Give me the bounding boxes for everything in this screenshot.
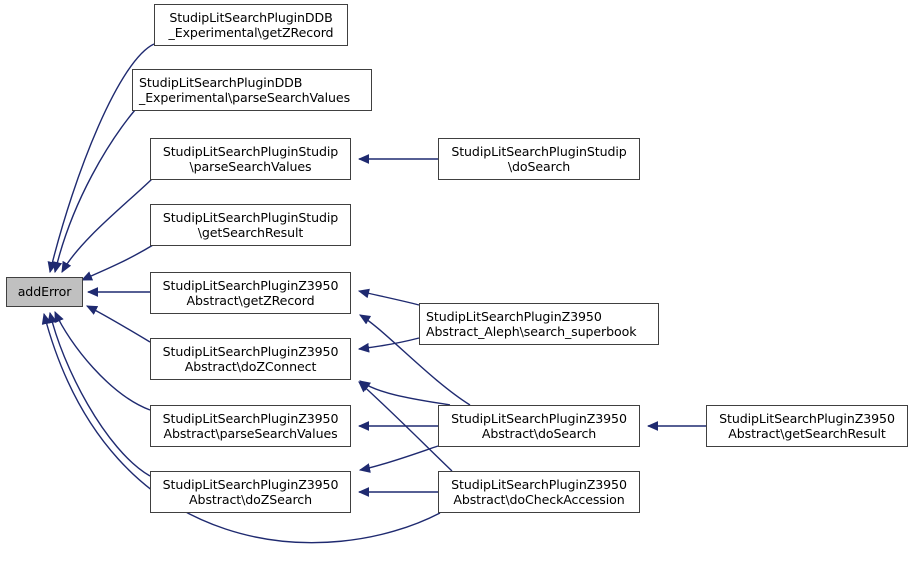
node-label-line1: StudipLitSearchPluginZ3950 — [719, 410, 895, 426]
node-label-line1: addError — [17, 284, 72, 300]
node-label-line1: StudipLitSearchPluginZ3950 — [426, 308, 602, 324]
node-label-line1: StudipLitSearchPluginZ3950 — [162, 476, 339, 492]
node-label-line2: Abstract\doZConnect — [184, 359, 317, 374]
edge-z3950_doSearch-to-z3950_doZSearch — [358, 445, 439, 473]
edge-z3950_doZSearch-to-addError — [47, 311, 151, 477]
node-label-line1: StudipLitSearchPluginDDB — [169, 9, 333, 25]
node-label-line2: _Experimental\parseSearchValues — [139, 90, 351, 105]
node-label-line1: StudipLitSearchPluginZ3950 — [451, 410, 627, 426]
node-label-line2: Abstract\getZRecord — [186, 293, 315, 308]
edge-aleph_search_superbook-to-z3950_doZConnect — [357, 337, 420, 353]
node-label-line1: StudipLitSearchPluginZ3950 — [162, 343, 339, 359]
node-label-line2: \parseSearchValues — [189, 159, 312, 174]
node-studip_doSearch[interactable]: StudipLitSearchPluginStudip\doSearch — [438, 138, 640, 180]
node-label-line1: StudipLitSearchPluginZ3950 — [451, 476, 627, 492]
node-label-line2: Abstract\doZSearch — [189, 492, 312, 507]
edge-aleph_search_superbook-to-z3950_getZRecord — [357, 288, 420, 306]
edge-z3950_doSearch-to-z3950_doZConnect — [359, 380, 451, 406]
node-label-line2: Abstract\getSearchResult — [728, 426, 886, 441]
node-label-line2: \doSearch — [507, 159, 571, 174]
node-label-line2: Abstract\doCheckAccession — [453, 492, 625, 507]
edge-z3950_parseSearchValues-to-addError — [54, 310, 151, 411]
node-label-line1: StudipLitSearchPluginZ3950 — [162, 410, 339, 426]
node-label-line2: Abstract_Aleph\search_superbook — [426, 324, 637, 339]
node-label-line1: StudipLitSearchPluginStudip — [162, 209, 339, 225]
node-label-line2: \getSearchResult — [197, 225, 304, 240]
node-label-line1: StudipLitSearchPluginDDB — [139, 74, 303, 90]
edge-ddb_parseSearchValues-to-addError — [52, 109, 136, 274]
edge-z3950_doZConnect-to-addError — [85, 305, 151, 343]
node-label-line2: Abstract\doSearch — [481, 426, 597, 441]
node-label-line1: StudipLitSearchPluginStudip — [162, 143, 339, 159]
node-label-line1: StudipLitSearchPluginZ3950 — [162, 277, 339, 293]
node-studip_parseSearchValues[interactable]: StudipLitSearchPluginStudip\parseSearchV… — [150, 138, 351, 180]
node-label-line2: Abstract\parseSearchValues — [163, 426, 338, 441]
node-label-line2: _Experimental\getZRecord — [168, 25, 334, 40]
node-addError[interactable]: addError — [6, 277, 83, 307]
node-label-line1: StudipLitSearchPluginStudip — [451, 143, 627, 159]
node-studip_getSearchResult[interactable]: StudipLitSearchPluginStudip\getSearchRes… — [150, 204, 351, 246]
edge-studip_getSearchResult-to-addError — [80, 244, 154, 281]
edge-studip_parseSearchValues-to-addError — [61, 178, 153, 273]
node-ddb_getZRecord[interactable]: StudipLitSearchPluginDDB_Experimental\ge… — [154, 4, 348, 46]
node-ddb_parseSearchValues[interactable]: StudipLitSearchPluginDDB_Experimental\pa… — [132, 69, 372, 111]
